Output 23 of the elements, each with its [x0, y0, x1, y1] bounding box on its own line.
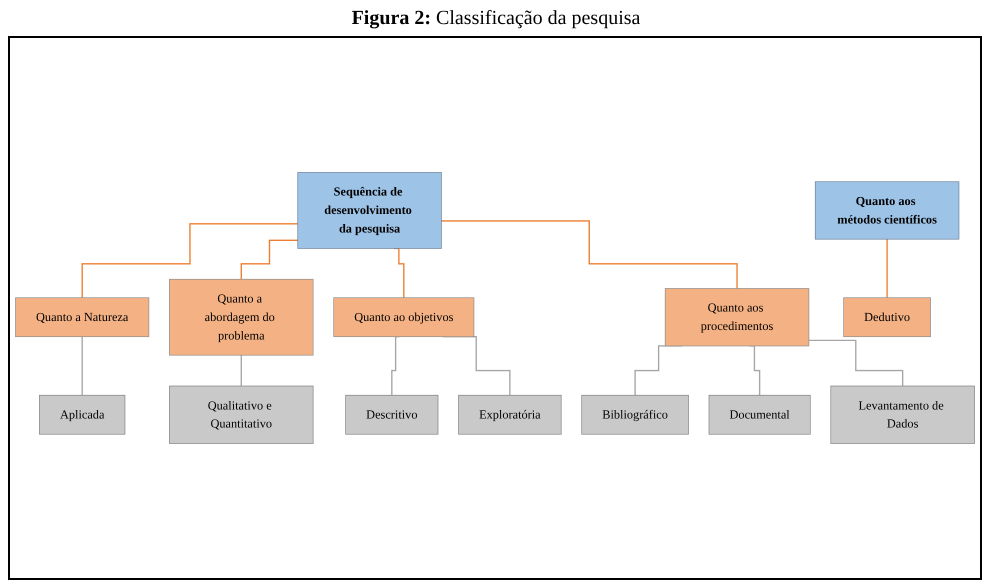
- node-box: Documental: [708, 394, 811, 435]
- node-box: Aplicada: [39, 394, 126, 435]
- connector: [808, 340, 904, 387]
- node-box: Quanto aos procedimentos: [664, 288, 810, 346]
- connector: [240, 240, 298, 280]
- connector: [82, 336, 83, 396]
- node-box: Quanto ao objetivos: [333, 297, 474, 338]
- node-box: Bibliográfico: [581, 394, 689, 435]
- node-box: Dedutivo: [843, 297, 931, 338]
- node-box: Quanto a abordagem do problema: [169, 278, 314, 356]
- connector: [240, 354, 242, 387]
- connector: [391, 336, 400, 396]
- node-box: Levantamento de Dados: [830, 386, 975, 444]
- figure-title: Figura 2: Classificação da pesquisa: [350, 6, 642, 31]
- node-box: Qualitativo e Quantitativo: [169, 386, 314, 444]
- node-box: Sequência de desenvolvimento da pesquisa: [297, 172, 442, 249]
- connector: [441, 220, 738, 290]
- connector: [82, 223, 298, 298]
- connector: [886, 238, 888, 298]
- node-box: Quanto a Natureza: [15, 297, 150, 338]
- node-box: Descritivo: [345, 394, 438, 435]
- node-box: Quanto aos métodos científicos: [814, 181, 960, 240]
- node-box: Exploratória: [458, 394, 562, 435]
